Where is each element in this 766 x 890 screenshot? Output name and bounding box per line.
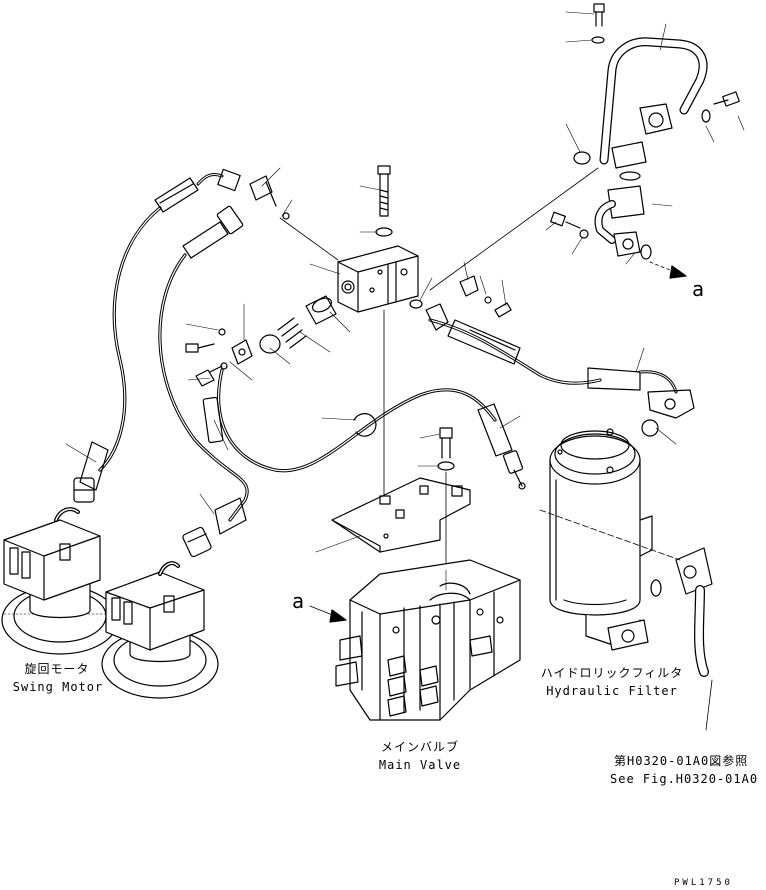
hydraulic-filter-label-jp: ハイドロリックフィルタ [540, 666, 684, 680]
main-valve [335, 559, 521, 721]
valve-bracket-plate [331, 413, 471, 571]
main-valve-label-en: Main Valve [378, 758, 462, 772]
see-fig-label-jp: 第H0320-01A0図参照 [614, 754, 749, 768]
tee-fitting [249, 175, 290, 220]
drawing-number: PWL1750 [674, 878, 733, 888]
leader-lines [65, 11, 745, 591]
connecting-lines [279, 167, 599, 501]
hose-swing-motor-right [158, 205, 249, 558]
hydraulic-filter-label-en: Hydraulic Filter [546, 684, 678, 698]
return-pipe-lower [550, 151, 652, 260]
filter-outlet-pipe [539, 509, 713, 731]
swing-motor-label-en: Swing Motor [12, 680, 104, 694]
bolt-top-manifold [375, 165, 393, 237]
return-pipe-upper [591, 3, 740, 169]
see-fig-label-en: See Fig.H0320-01A0 [610, 772, 759, 786]
hose-swing-motor-left [73, 168, 241, 503]
callout-a-right: a [692, 277, 705, 301]
swing-motor-left [1, 507, 119, 655]
arrow-to-a-left [309, 605, 347, 623]
swing-motor-label-jp: 旋回モータ [24, 662, 90, 676]
flange-elbow [409, 275, 512, 331]
arrow-to-a-right [649, 261, 687, 279]
hydraulic-filter [549, 419, 662, 651]
callout-a-left: a [292, 589, 305, 613]
check-valve-parts [185, 295, 337, 387]
swing-motor-right [101, 561, 219, 699]
main-valve-label-jp: メインバルブ [380, 740, 459, 754]
hose-middle [202, 368, 526, 490]
hose-filter-return [428, 318, 695, 419]
manifold-block [337, 245, 419, 313]
